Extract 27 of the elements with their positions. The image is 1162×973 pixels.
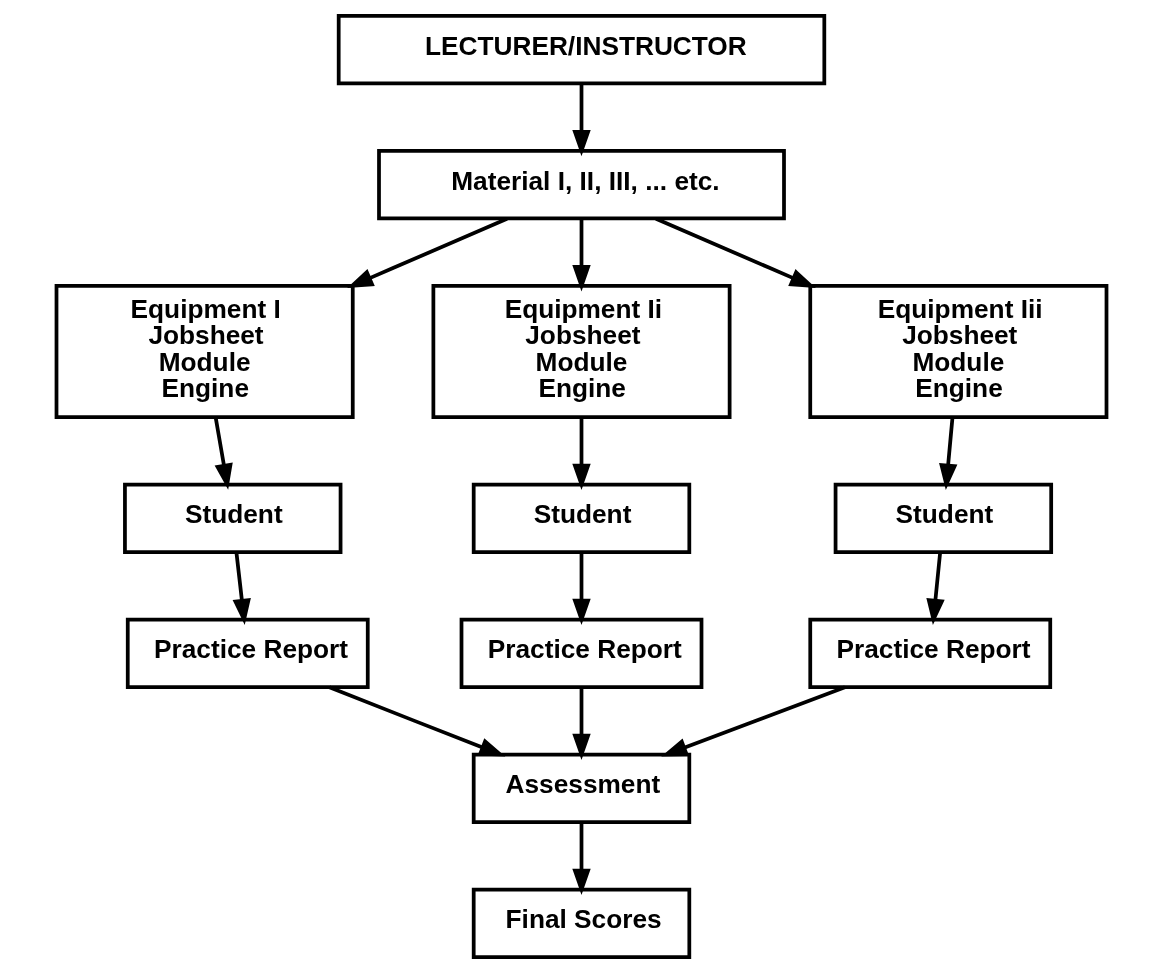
arrow [571, 218, 591, 292]
arrow [938, 417, 957, 490]
arrow [346, 217, 508, 288]
arrow [654, 217, 816, 288]
arrow [571, 687, 591, 761]
arrow [328, 685, 505, 757]
arrow [213, 417, 233, 490]
node-box: Equipment I Jobsheet Module Engine [54, 284, 355, 419]
node-box: Practice Report [125, 617, 370, 689]
node-box: Student [122, 482, 342, 554]
node-box: Equipment Ii Jobsheet Module Engine [431, 284, 731, 419]
node-box: Equipment Iii Jobsheet Module Engine [807, 284, 1108, 419]
node-box: LECTURER/INSTRUCTOR [336, 14, 826, 86]
node-box: Material I, II, III, ... etc. [376, 149, 786, 221]
arrow [571, 417, 591, 490]
node-box: Student [833, 482, 1053, 554]
arrow [571, 83, 591, 157]
node-box: Student [471, 482, 691, 554]
arrow [925, 552, 945, 626]
node-box: Assessment [471, 752, 691, 824]
node-box: Practice Report [807, 617, 1052, 689]
node-box: Practice Report [459, 617, 703, 689]
arrow [660, 685, 846, 757]
arrow [571, 822, 591, 896]
arrow [571, 552, 591, 626]
node-box: Final Scores [471, 887, 691, 959]
arrow [232, 552, 251, 626]
